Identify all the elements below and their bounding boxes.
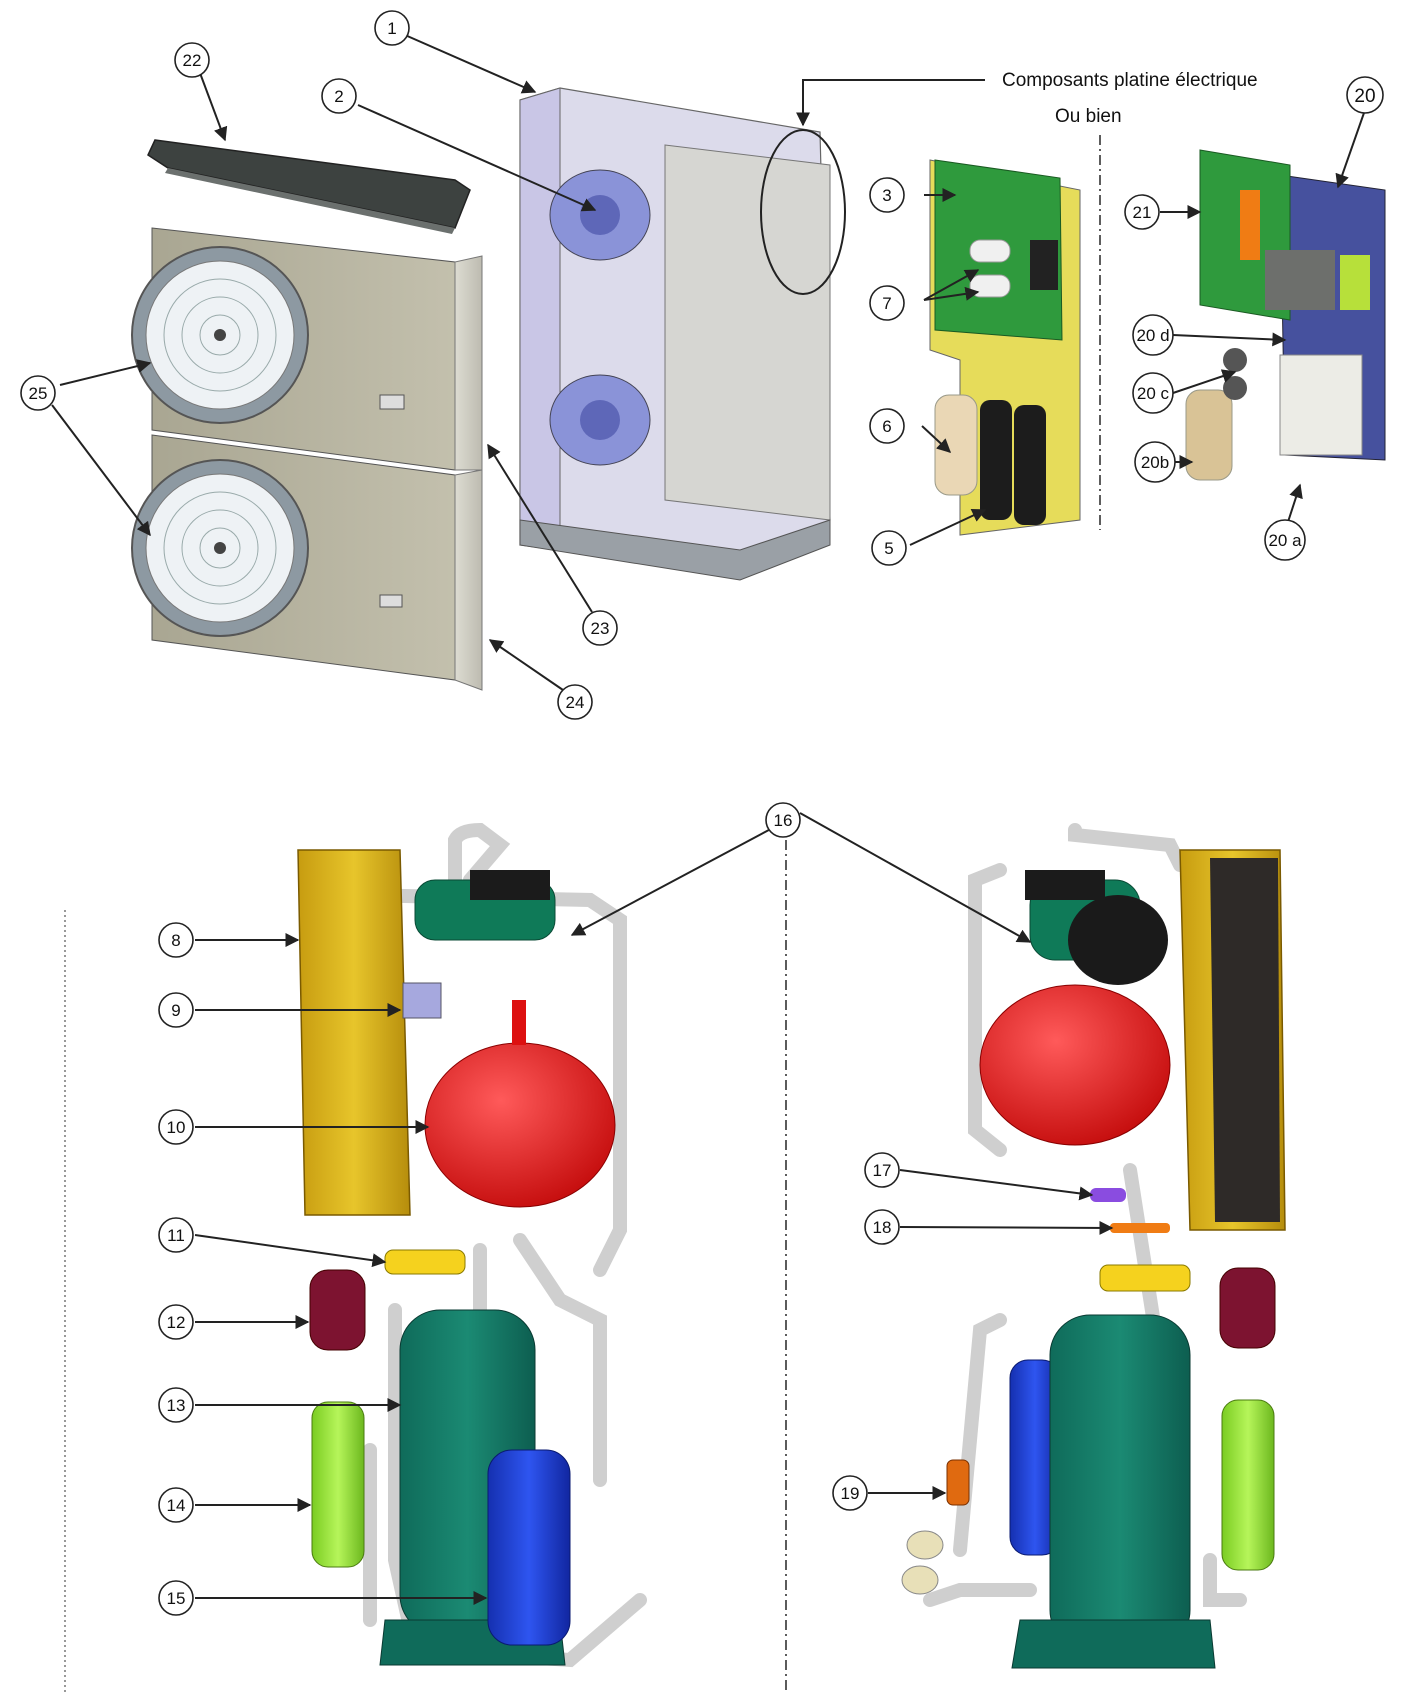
svg-text:15: 15 (167, 1589, 186, 1608)
callout-20c: 20 c (1132, 372, 1174, 414)
callout-17: 17 (864, 1152, 900, 1188)
hydraulic-module-right (901, 823, 1286, 1669)
callout-7: 7 (869, 285, 905, 321)
svg-text:2: 2 (334, 87, 343, 106)
svg-text:7: 7 (882, 294, 891, 313)
callout-10: 10 (158, 1109, 194, 1145)
callout-19: 19 (832, 1475, 868, 1511)
callout-22: 22 (174, 42, 210, 78)
svg-text:20 c: 20 c (1137, 384, 1170, 403)
callout-20a: 20 a (1264, 519, 1306, 561)
callouts: 1 2 3 5 6 7 8 9 10 11 12 13 14 15 16 17 … (20, 10, 1384, 1616)
top-cover-panel (147, 139, 471, 234)
svg-text:5: 5 (884, 539, 893, 558)
callout-20d: 20 d (1132, 314, 1174, 356)
svg-text:3: 3 (882, 186, 891, 205)
components-leader (796, 79, 985, 127)
front-casing-lower (131, 434, 483, 691)
svg-text:17: 17 (873, 1161, 892, 1180)
svg-text:10: 10 (167, 1118, 186, 1137)
callout-5: 5 (871, 530, 907, 566)
svg-text:6: 6 (882, 417, 891, 436)
alternative-label: Ou bien (1055, 106, 1122, 127)
svg-text:25: 25 (29, 384, 48, 403)
components-label: Composants platine électrique (1002, 70, 1258, 91)
svg-text:1: 1 (387, 19, 396, 38)
hydraulic-module-left (297, 822, 647, 1668)
callout-23: 23 (582, 610, 618, 646)
callout-18: 18 (864, 1209, 900, 1245)
callout-20: 20 (1346, 76, 1384, 114)
svg-text:18: 18 (873, 1218, 892, 1237)
svg-text:16: 16 (774, 811, 793, 830)
svg-text:20: 20 (1354, 86, 1375, 107)
svg-text:11: 11 (167, 1226, 185, 1245)
callout-1: 1 (374, 10, 410, 46)
callout-9: 9 (158, 992, 194, 1028)
svg-text:20 d: 20 d (1136, 326, 1169, 345)
callout-14: 14 (158, 1487, 194, 1523)
svg-text:24: 24 (566, 693, 585, 712)
callout-13: 13 (158, 1387, 194, 1423)
svg-text:19: 19 (841, 1484, 860, 1503)
svg-text:23: 23 (591, 619, 610, 638)
callout-2: 2 (321, 78, 357, 114)
svg-text:14: 14 (167, 1496, 186, 1515)
svg-text:12: 12 (167, 1313, 186, 1332)
chassis-frame (519, 87, 846, 581)
callout-16: 16 (765, 802, 801, 838)
callout-20b: 20b (1134, 441, 1176, 483)
callout-24: 24 (557, 684, 593, 720)
callout-21: 21 (1124, 194, 1160, 230)
svg-text:22: 22 (183, 51, 202, 70)
callout-12: 12 (158, 1304, 194, 1340)
svg-text:20b: 20b (1141, 453, 1169, 472)
callout-8: 8 (158, 922, 194, 958)
callout-11: 11 (158, 1217, 194, 1253)
front-casing-upper (131, 227, 483, 471)
svg-text:21: 21 (1133, 203, 1152, 222)
callout-6: 6 (869, 408, 905, 444)
svg-text:8: 8 (171, 931, 180, 950)
electrical-board-option-a (929, 159, 1081, 536)
callout-15: 15 (158, 1580, 194, 1616)
callout-3: 3 (869, 177, 905, 213)
electrical-board-option-b (1185, 149, 1386, 481)
svg-text:20 a: 20 a (1268, 531, 1302, 550)
callout-25: 25 (20, 375, 56, 411)
leader-lines (51, 34, 1366, 1605)
svg-text:9: 9 (171, 1001, 180, 1020)
svg-text:13: 13 (167, 1396, 186, 1415)
